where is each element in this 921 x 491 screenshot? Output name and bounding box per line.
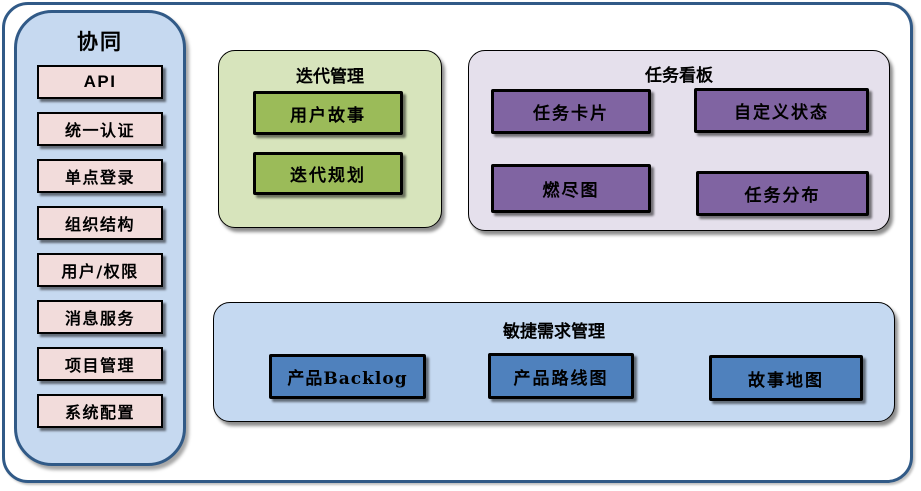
node-burndown-chart: 燃尽图 <box>491 164 651 213</box>
sidebar-item-api: API <box>37 65 163 99</box>
iteration-management-panel: 迭代管理 用户故事 迭代规划 <box>218 50 442 228</box>
agile-requirements-title: 敏捷需求管理 <box>503 322 605 341</box>
sidebar-item-project-management: 项目管理 <box>37 347 163 381</box>
node-user-story: 用户故事 <box>253 91 403 135</box>
node-product-roadmap: 产品路线图 <box>488 353 634 399</box>
agile-requirements-panel: 敏捷需求管理 产品Backlog 产品路线图 故事地图 <box>213 302 895 422</box>
sidebar-item-user-permissions: 用户/权限 <box>37 253 163 287</box>
collaboration-panel-title: 协同 <box>77 31 123 54</box>
sidebar-item-sso: 单点登录 <box>37 159 163 193</box>
iteration-management-title: 迭代管理 <box>296 67 364 86</box>
sidebar-item-message-service: 消息服务 <box>37 300 163 334</box>
node-custom-status: 自定义状态 <box>694 88 869 133</box>
sidebar-item-unified-auth: 统一认证 <box>37 112 163 146</box>
collaboration-panel: 协同 API 统一认证 单点登录 组织结构 用户/权限 消息服务 项目管理 系统… <box>14 10 186 466</box>
node-product-backlog: 产品Backlog <box>269 354 426 399</box>
sidebar-item-system-config: 系统配置 <box>37 394 163 428</box>
sidebar-item-org-structure: 组织结构 <box>37 206 163 240</box>
task-board-panel: 任务看板 任务卡片 自定义状态 燃尽图 任务分布 <box>468 50 890 231</box>
node-task-distribution: 任务分布 <box>696 171 869 216</box>
task-board-title: 任务看板 <box>645 66 713 85</box>
node-iteration-planning: 迭代规划 <box>253 152 403 195</box>
node-story-map: 故事地图 <box>709 355 863 401</box>
node-task-card: 任务卡片 <box>491 89 651 134</box>
